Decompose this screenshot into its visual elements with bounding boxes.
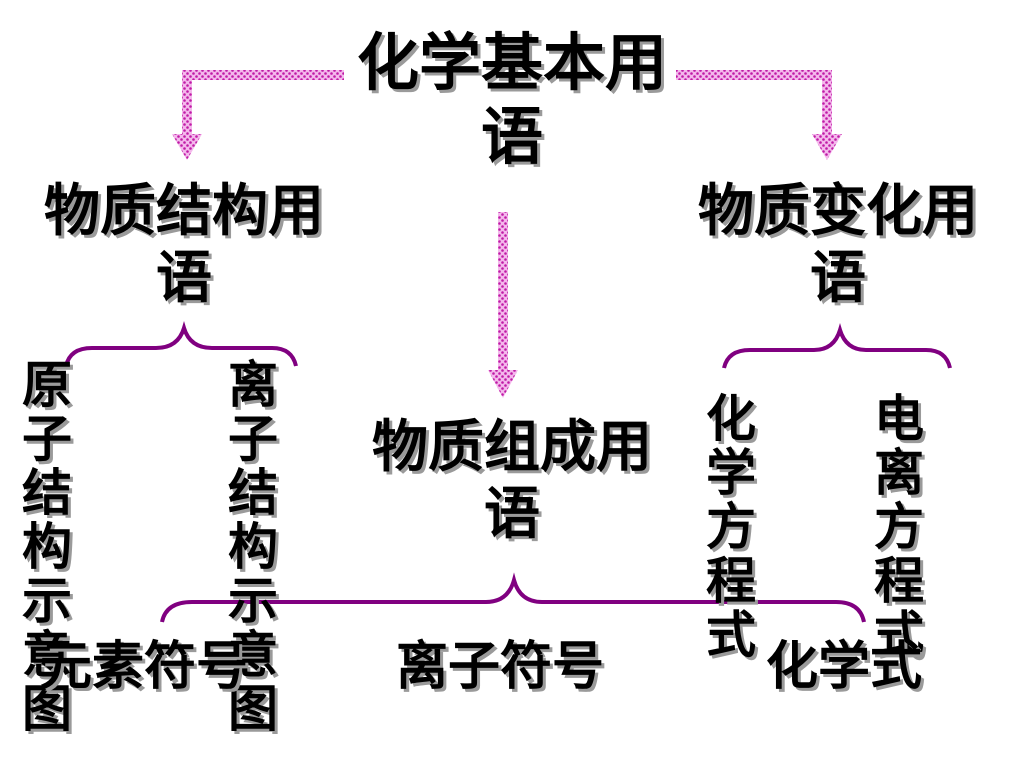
ionic-structure-diagram-term: 离子结构示意图 [220,358,278,736]
composition-terms-brace [160,572,866,623]
composition-terms-label: 物质组成用语 [372,415,652,548]
chemical-equation-term: 化学方程式 [698,392,756,662]
ion-symbol-term: 离子符号 [396,637,605,697]
chemical-formula-term: 化学式 [766,637,923,697]
root-concept: 化学基本用语 [356,26,668,175]
arrow-to-structure-terms [172,70,344,160]
structure-terms-label: 物质结构用语 [44,179,324,312]
composition-terms-node: 物质组成用语 [362,414,662,548]
root-concept-label: 化学基本用语 [356,26,667,174]
structure-terms-brace [64,321,298,367]
arrow-to-composition-terms [488,212,518,398]
change-terms-brace [722,323,952,369]
element-symbol-term: 元素符号 [40,637,249,697]
atomic-structure-diagram-term: 原子结构示意图 [14,358,72,736]
ionization-equation-term: 电离方程式 [866,392,924,662]
structure-terms-node: 物质结构用语 [34,178,334,312]
arrow-to-change-terms [676,70,842,160]
change-terms-label: 物质变化用语 [698,179,978,312]
change-terms-node: 物质变化用语 [688,178,988,312]
